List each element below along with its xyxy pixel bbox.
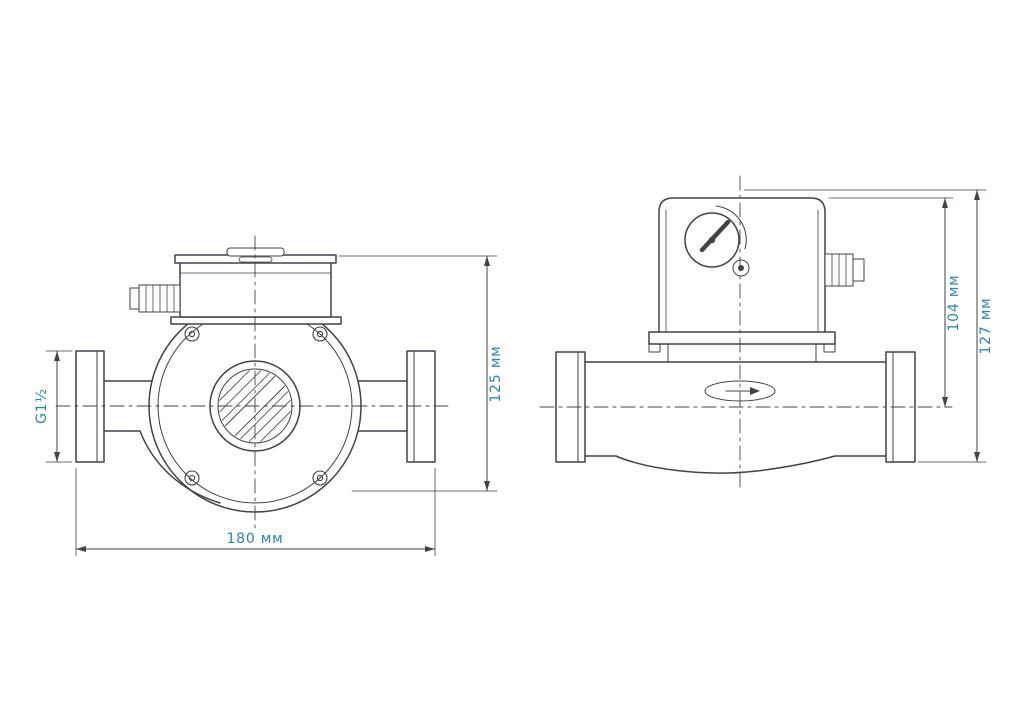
dimension-labels: G1½ 180 мм 125 мм 104 мм 127 мм bbox=[34, 274, 994, 547]
dim-port-thread bbox=[45, 350, 73, 463]
motor-shell-seams bbox=[665, 209, 819, 333]
arrow-right-icon bbox=[425, 546, 435, 552]
arrow-down-icon bbox=[54, 452, 60, 462]
speed-scale-arc bbox=[715, 205, 747, 250]
cable-gland bbox=[129, 284, 181, 313]
pipe-bottom-volute bbox=[584, 455, 887, 474]
mounting-screws bbox=[184, 326, 328, 486]
dim-label-height-axis-top: 104 мм bbox=[946, 274, 962, 331]
screw bbox=[184, 470, 200, 486]
screw bbox=[312, 470, 328, 486]
arrow-left-icon bbox=[76, 546, 86, 552]
screw-center bbox=[316, 330, 324, 338]
arrow-up-icon bbox=[974, 190, 980, 200]
terminal-box-body bbox=[179, 261, 332, 318]
plug-slot-line bbox=[221, 372, 279, 430]
inlet-pipe-left bbox=[103, 380, 153, 432]
knob-pointer bbox=[699, 219, 731, 253]
screw bbox=[312, 326, 328, 342]
dim-length-180 bbox=[75, 467, 436, 557]
outlet-pipe-right bbox=[357, 380, 408, 432]
arrow-up-icon bbox=[942, 198, 948, 208]
dim-label-height-front: 125 мм bbox=[488, 345, 504, 402]
screw-center bbox=[188, 330, 196, 338]
union-flange-right bbox=[406, 350, 436, 463]
plug-slot-line bbox=[231, 382, 289, 440]
side-cable-gland bbox=[824, 253, 865, 287]
housing-screw-center bbox=[738, 265, 744, 271]
dim-label-height-overall: 127 мм bbox=[978, 297, 994, 354]
flow-arrow-icon bbox=[750, 387, 760, 395]
knob-center-dot bbox=[708, 236, 716, 244]
screw-center bbox=[188, 474, 196, 482]
side-view bbox=[539, 175, 953, 489]
housing-neck bbox=[667, 343, 817, 363]
motor-body-outline bbox=[658, 197, 826, 345]
volute-curve bbox=[139, 430, 221, 504]
dim-label-length: 180 мм bbox=[226, 531, 283, 547]
terminal-box-flange bbox=[170, 316, 342, 325]
arrow-up-icon bbox=[54, 351, 60, 361]
arrow-down-icon bbox=[484, 481, 490, 491]
front-view bbox=[55, 235, 453, 531]
dimension-annotations bbox=[45, 189, 987, 557]
terminal-box bbox=[170, 247, 342, 325]
arrow-up-icon bbox=[484, 256, 490, 266]
motor-flange bbox=[648, 331, 836, 345]
dim-height-104 bbox=[828, 197, 954, 408]
flange-ear-left bbox=[648, 343, 661, 353]
dim-height-127 bbox=[743, 189, 987, 463]
flange-ear-right bbox=[823, 343, 836, 353]
union-flange-left bbox=[75, 350, 105, 463]
arrow-down-icon bbox=[974, 452, 980, 462]
dim-label-port-thread: G1½ bbox=[34, 388, 50, 424]
shaft-plug-hatch bbox=[219, 370, 291, 442]
terminal-box-cap bbox=[226, 247, 285, 257]
dim-height-125 bbox=[338, 255, 498, 492]
screw-center bbox=[316, 474, 324, 482]
screw bbox=[184, 326, 200, 342]
lid-detail bbox=[238, 256, 273, 263]
arrow-down-icon bbox=[942, 397, 948, 407]
